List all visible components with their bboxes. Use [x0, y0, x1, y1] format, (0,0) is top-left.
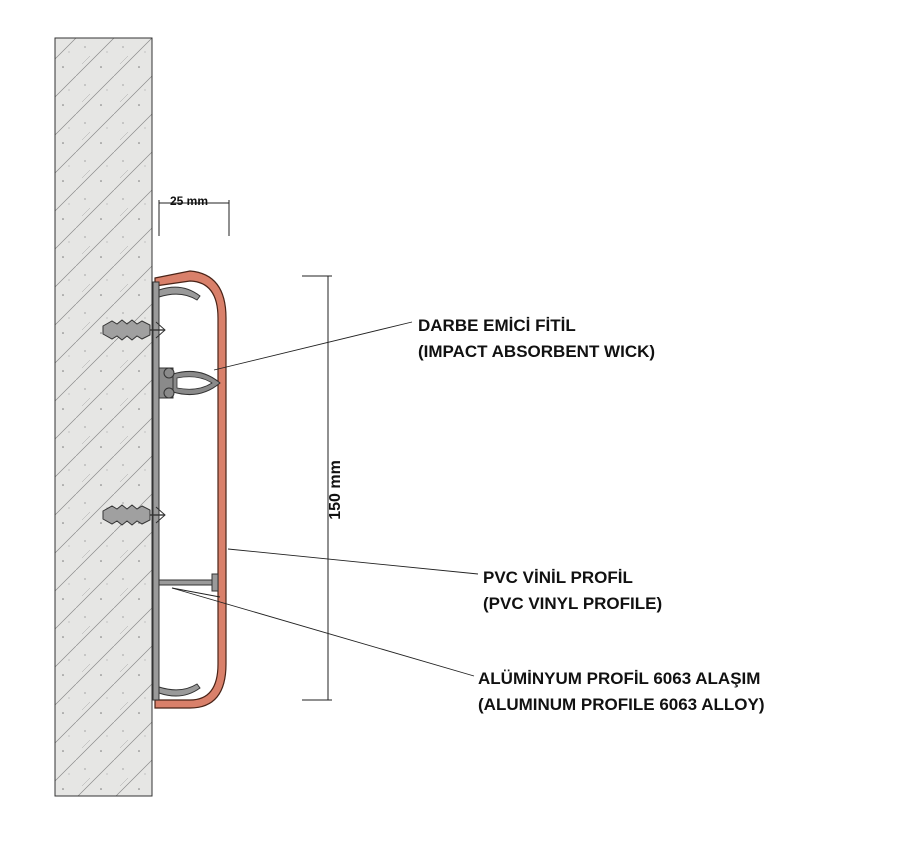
pvc-label-en: (PVC VINYL PROFILE) [483, 594, 662, 613]
height-dimension: 150 mm [302, 275, 344, 701]
aluminum-top-hook [158, 286, 201, 301]
impact-absorbent-wick [158, 367, 221, 399]
wall-anchor-top [102, 319, 166, 341]
aluminum-leader-line [171, 587, 475, 677]
pvc-leader-line [227, 548, 479, 575]
aluminum-bottom-hook [158, 683, 201, 697]
aluminum-leader-stub [171, 587, 221, 598]
height-dimension-label: 150 mm [327, 460, 344, 520]
wick-label: DARBE EMİCİ FİTİL [418, 316, 576, 335]
aluminum-t-rib [158, 579, 218, 586]
aluminum-label-en: (ALUMINUM PROFILE 6063 ALLOY) [478, 695, 765, 714]
aluminum-label: ALÜMİNYUM PROFİL 6063 ALAŞIM [478, 669, 760, 688]
aluminum-back-plate [152, 281, 160, 701]
wall-anchor-bottom [102, 504, 166, 526]
aluminum-t-flange [211, 573, 219, 592]
wick-label-en: (IMPACT ABSORBENT WICK) [418, 342, 655, 361]
depth-dimension-label: 25 mm [170, 194, 208, 208]
pvc-vinyl-profile [154, 270, 227, 709]
wick-leader-line [213, 321, 413, 371]
depth-dimension: 25 mm [158, 194, 230, 236]
pvc-label: PVC VİNİL PROFİL [483, 568, 633, 587]
concrete-wall [54, 37, 153, 797]
